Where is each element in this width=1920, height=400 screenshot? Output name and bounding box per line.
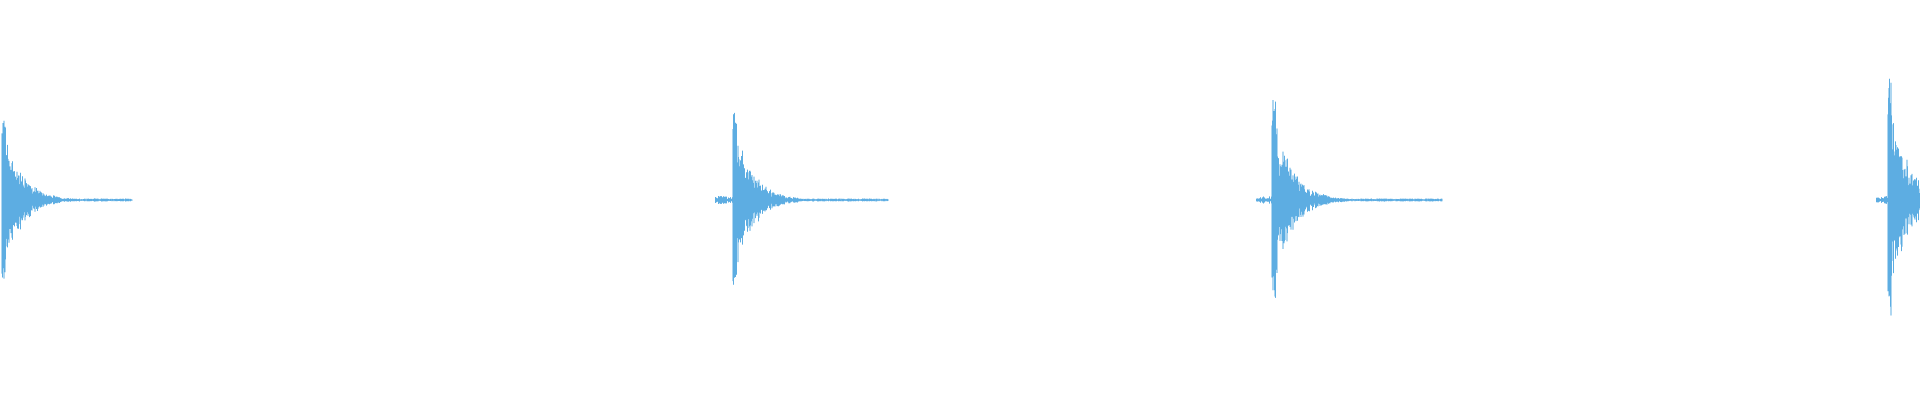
- transient-2-waveform: [715, 112, 889, 285]
- transient-4: [1876, 78, 1920, 316]
- waveform-transients: [1, 78, 1920, 316]
- transient-1-waveform: [1, 120, 133, 279]
- transient-2: [715, 112, 889, 285]
- transient-1: [1, 120, 133, 279]
- transient-3: [1256, 100, 1443, 298]
- transient-4-waveform: [1876, 78, 1920, 316]
- transient-3-waveform: [1256, 100, 1443, 298]
